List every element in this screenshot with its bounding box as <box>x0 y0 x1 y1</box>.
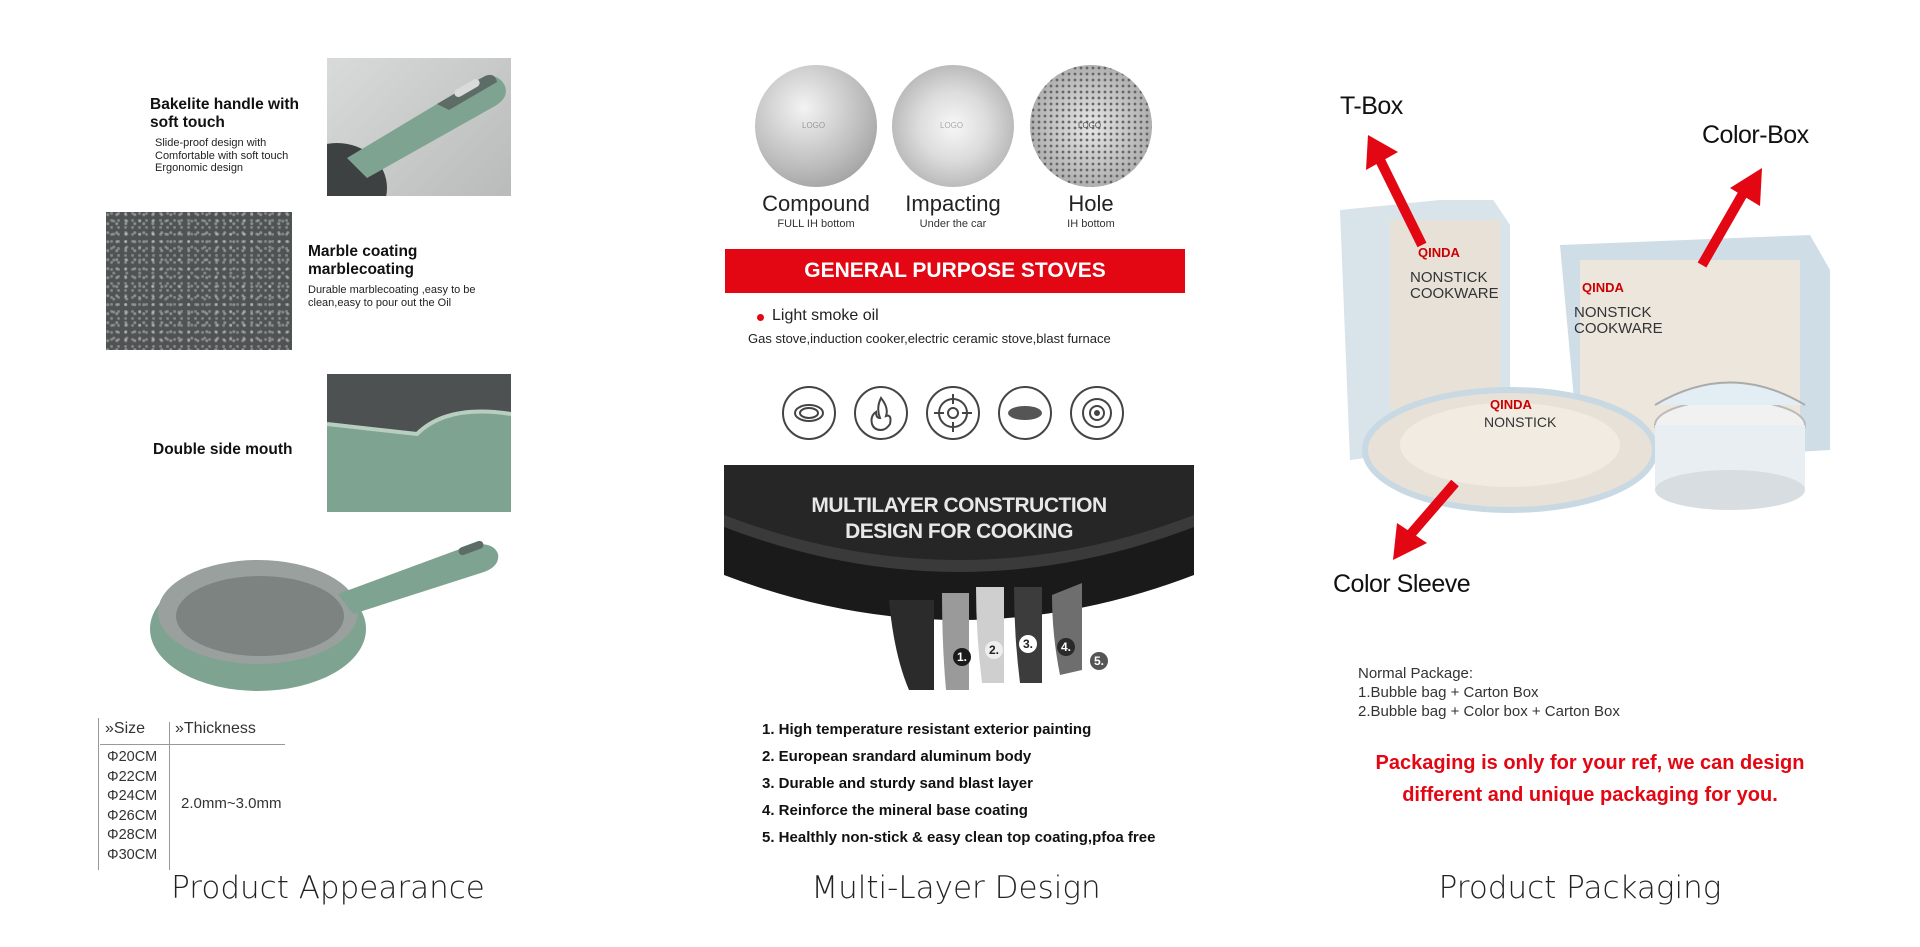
frying-pan-illustration <box>150 540 499 691</box>
package-option: 1.Bubble bag + Carton Box <box>1358 684 1539 701</box>
general-purpose-stoves-banner: GENERAL PURPOSE STOVES <box>725 249 1185 293</box>
table-row: Φ20CM <box>107 749 158 765</box>
caption-multilayer-design: Multi-Layer Design <box>811 870 1101 906</box>
disc-sub-impacting: Under the car <box>919 218 987 230</box>
gas-flame-icon <box>854 386 908 440</box>
packaging-note: Packaging is only for your ref, we can d… <box>1375 752 1805 806</box>
colorbox-label: Color-Box <box>1702 121 1809 149</box>
disc-name-compound: Compound <box>762 191 870 216</box>
box-text: NONSTICK COOKWARE <box>1410 269 1499 302</box>
layer-list: 1. High temperature resistant exterior p… <box>762 716 1155 851</box>
tbox-label: T-Box <box>1340 92 1403 120</box>
handle-photo <box>327 58 511 196</box>
feature-title-mouth: Double side mouth <box>153 441 293 458</box>
disc-logo: LOGO <box>802 121 826 130</box>
size-header: »Size <box>105 720 146 737</box>
normal-package-title: Normal Package: <box>1358 665 1474 682</box>
ceramic-stove-icon <box>998 386 1052 440</box>
thickness-value: 2.0mm~3.0mm <box>181 795 282 812</box>
arrow-up-left-icon <box>1366 135 1427 248</box>
layer-number-4: 4. <box>1057 638 1075 656</box>
gas-burner-icon <box>926 386 980 440</box>
brand-logo: QINDA <box>1490 397 1532 412</box>
box-text: NONSTICK COOKWARE <box>1574 304 1663 337</box>
list-item: 1. High temperature resistant exterior p… <box>762 721 1092 738</box>
brand-logo: QINDA <box>1582 280 1624 295</box>
packaging-photo <box>1330 195 1850 535</box>
table-column-divider <box>169 722 170 870</box>
disc-hole <box>1030 65 1152 187</box>
disc-sub-compound: FULL IH bottom <box>777 218 855 230</box>
bullet-dot <box>757 314 764 321</box>
disc-impacting <box>892 65 1014 187</box>
construction-title: MULTILAYER CONSTRUCTION DESIGN FOR COOKI… <box>811 494 1107 543</box>
normal-package-block: Normal Package: 1.Bubble bag + Carton Bo… <box>1358 664 1620 721</box>
disc-name-impacting: Impacting <box>905 191 1001 216</box>
marble-coating-photo <box>106 212 292 350</box>
arrow-up-right-icon <box>1697 168 1762 268</box>
double-mouth-photo <box>327 374 511 512</box>
table-row: Φ30CM <box>107 846 158 863</box>
brand-logo: QINDA <box>1418 245 1460 260</box>
disc-sub-hole: IH bottom <box>1067 218 1115 230</box>
layer-number-5: 5. <box>1090 652 1108 670</box>
stove-types: Gas stove,induction cooker,electric cera… <box>748 331 1111 346</box>
table-left-border <box>98 718 99 870</box>
list-item: 5. Healthly non-stick & easy clean top c… <box>762 829 1156 846</box>
multilayer-construction-image <box>724 465 1194 703</box>
induction-coil-icon <box>782 386 836 440</box>
disc-name-hole: Hole <box>1068 191 1114 216</box>
box-text: NONSTICK <box>1484 414 1557 430</box>
color-sleeve-label: Color Sleeve <box>1333 570 1471 598</box>
table-row: Φ26CM <box>107 807 158 824</box>
list-item: 2. European srandard aluminum body <box>762 748 1032 765</box>
layer-number-1: 1. <box>953 648 971 666</box>
list-item: 4. Reinforce the mineral base coating <box>762 802 1028 819</box>
feature-title-marble: Marble coating marblecoating <box>308 243 418 278</box>
electric-hob-icon <box>1070 386 1124 440</box>
table-row: Φ22CM <box>107 768 158 785</box>
table-row: Φ24CM <box>107 788 158 804</box>
package-option: 2.Bubble bag + Color box + Carton Box <box>1358 703 1620 720</box>
pan-edge-illustration <box>327 374 511 512</box>
size-table: »Size »Thickness Φ20CM Φ22CM Φ24CM Φ26CM… <box>95 718 535 870</box>
table-row: Φ28CM <box>107 827 158 843</box>
pan-layers-illustration <box>724 465 1194 690</box>
packaging-illustration <box>1340 195 1830 513</box>
disc-logo: LOGO <box>1078 121 1102 130</box>
caption-product-packaging: Product Packaging <box>1438 870 1722 906</box>
feature-desc-marble: Durable marblecoating ,easy to be clean,… <box>308 284 476 309</box>
feature-title-handle: Bakelite handle with soft touch <box>150 96 300 131</box>
feature-desc-handle: Slide-proof design with Comfortable with… <box>155 137 289 174</box>
disc-compound <box>755 65 877 187</box>
caption-product-appearance: Product Appearance <box>171 870 485 906</box>
thickness-header: »Thickness <box>175 720 256 737</box>
handle-illustration <box>327 74 506 196</box>
frying-pan-photo <box>148 534 508 702</box>
layer-number-2: 2. <box>985 641 1003 659</box>
table-divider <box>100 744 285 745</box>
layer-number-3: 3. <box>1019 635 1037 653</box>
list-item: 3. Durable and sturdy sand blast layer <box>762 775 1033 792</box>
bullet-text: Light smoke oil <box>772 307 879 324</box>
disc-logo: LOGO <box>940 121 964 130</box>
size-list: Φ20CM Φ22CM Φ24CM Φ26CM Φ28CM Φ30CM <box>107 748 157 865</box>
arrow-down-left-icon <box>1393 479 1459 560</box>
